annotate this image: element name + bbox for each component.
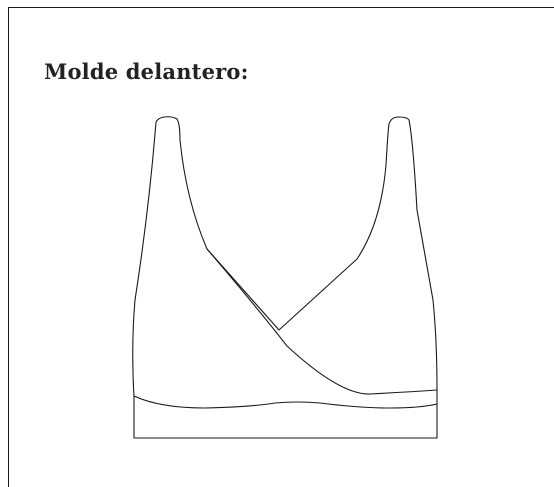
page-frame: [8, 7, 554, 487]
wrap-panel-left: [206, 248, 438, 395]
pattern-title: Molde delantero:: [44, 59, 249, 84]
band-seam: [133, 395, 438, 409]
bra-outline: [132, 116, 438, 439]
